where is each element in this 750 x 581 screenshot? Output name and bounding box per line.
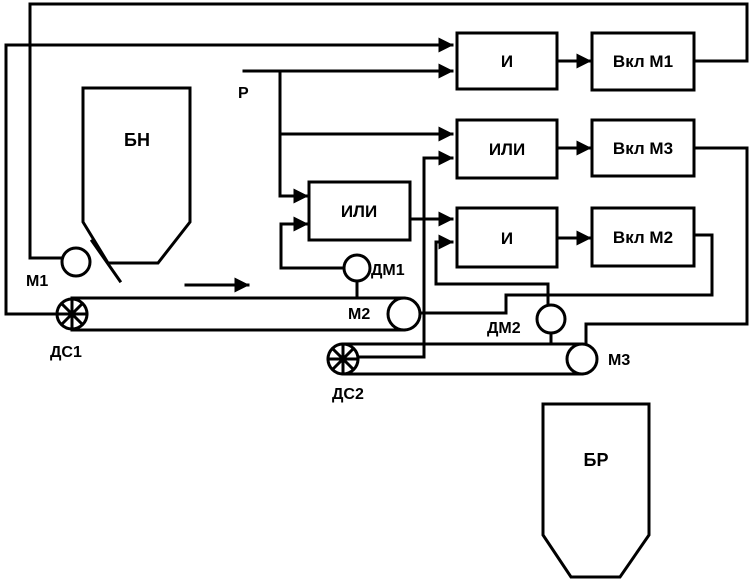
and-block-2-label: И — [501, 229, 513, 248]
signal-p-label: Р — [238, 85, 249, 102]
vkl-m1-block — [590, 31, 696, 92]
and-block-2 — [455, 206, 559, 269]
dm1-sensor-icon — [342, 253, 372, 283]
vkl-m1-label: Вкл М1 — [613, 52, 673, 71]
bunker-br — [541, 402, 651, 579]
conveyor-1-belt — [70, 296, 406, 332]
wire-vkl-m2-to-m2 — [418, 233, 714, 315]
gate-lever — [89, 238, 123, 284]
conveyor-2-belt — [341, 342, 584, 376]
or-block-mid-label: ИЛИ — [341, 202, 377, 221]
vkl-m2-block — [590, 206, 696, 268]
wire-ds2-to-or-top — [356, 150, 454, 359]
wire-dm1-to-or-mid — [279, 216, 347, 270]
dm2-sensor-icon — [535, 303, 567, 335]
motor-m3-label: М3 — [608, 352, 630, 369]
ds1-sensor-icon — [55, 297, 89, 331]
motor-m2-label: М2 — [348, 306, 370, 323]
or-block-mid — [307, 180, 412, 242]
motor-m1-label: М1 — [26, 273, 48, 290]
or-block-top-label: ИЛИ — [489, 140, 525, 159]
and-block-1-label: И — [501, 52, 513, 71]
vkl-m3-label: Вкл М3 — [613, 139, 673, 158]
ds2-label: ДС2 — [332, 386, 364, 403]
vkl-m3-block — [590, 118, 696, 178]
wire-m1-feedback — [28, 2, 749, 260]
ds1-label: ДС1 — [50, 344, 82, 361]
vkl-m2-label: Вкл М2 — [613, 228, 673, 247]
motor-m3-icon — [565, 342, 599, 376]
ds2-sensor-icon — [326, 342, 360, 376]
motor-m2-icon — [386, 296, 422, 332]
dm2-label: ДМ2 — [487, 320, 521, 337]
dm1-label: ДМ1 — [371, 262, 405, 279]
or-block-top — [455, 118, 559, 180]
bunker-bn-label: БН — [124, 130, 150, 150]
bunker-bn — [81, 86, 192, 265]
wire-ds1-to-and1 — [4, 37, 454, 316]
wire-dm2-to-and2 — [434, 234, 550, 305]
motor-m1-icon — [60, 246, 92, 278]
and-block-1 — [455, 31, 559, 91]
bunker-br-label: БР — [584, 450, 609, 470]
wire-vkl-m3-to-m3 — [584, 146, 749, 347]
